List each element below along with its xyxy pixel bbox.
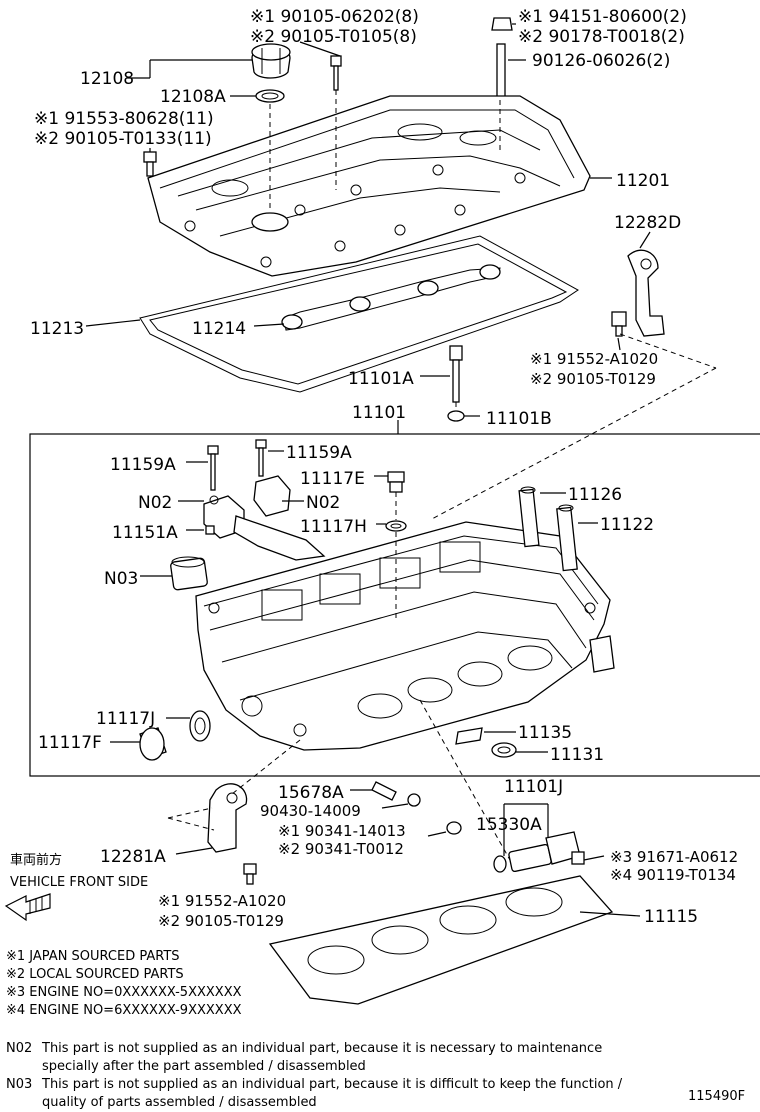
label-11101: 11101 xyxy=(352,403,406,423)
cylinder-head-drawing xyxy=(195,521,615,751)
label-90430-14009: 90430-14009 xyxy=(260,802,361,820)
label-11126: 11126 xyxy=(568,485,622,505)
note-n02-line-1: This part is not supplied as an individu… xyxy=(41,1041,602,1056)
note-n03-code: N03 xyxy=(6,1077,32,1092)
label-11117h: 11117H xyxy=(300,517,367,537)
oil-filler-cap-drawing xyxy=(251,43,291,79)
label-90105-t0129-bottom: ※2 90105-T0129 xyxy=(158,912,284,930)
label-n02-right: N02 xyxy=(306,493,340,513)
label-90341-14013: ※1 90341-14013 xyxy=(278,822,406,840)
head-plug-drawing xyxy=(385,471,407,532)
cylinder-head-cover-drawing xyxy=(147,95,591,277)
camshaft-cap-drawing xyxy=(203,439,326,561)
side-plug-drawing xyxy=(139,710,211,761)
label-12281a: 12281A xyxy=(100,847,166,867)
label-90178-t0018: ※2 90178-T0018(2) xyxy=(518,27,685,47)
label-11101j: 11101J xyxy=(504,777,563,797)
label-11101a: 11101A xyxy=(348,369,414,389)
label-12282d: 12282D xyxy=(614,213,681,233)
label-90105-t0133: ※2 90105-T0133(11) xyxy=(34,129,212,149)
note-n03-line-2: quality of parts assembled / disassemble… xyxy=(42,1095,317,1110)
label-15678a: 15678A xyxy=(278,783,344,803)
label-12108: 12108 xyxy=(80,69,134,89)
label-11151a: 11151A xyxy=(112,523,178,543)
label-91552-a1020-top: ※1 91552-A1020 xyxy=(530,350,658,368)
label-90126-06026: 90126-06026(2) xyxy=(532,51,670,71)
cover-nut-stud-drawing xyxy=(491,17,513,101)
valve-lifter-drawing xyxy=(170,556,208,591)
union-bolt-drawing xyxy=(371,781,462,835)
label-11122: 11122 xyxy=(600,515,654,535)
plug-tube-gasket-drawing xyxy=(281,264,501,331)
label-91552-a1020-bottom: ※1 91552-A1020 xyxy=(158,892,286,910)
label-11117e: 11117E xyxy=(300,469,365,489)
cover-gasket-drawing xyxy=(139,235,579,393)
label-11117j: 11117J xyxy=(96,709,155,729)
head-gasket-drawing xyxy=(268,875,614,1005)
label-11159a-left: 11159A xyxy=(110,455,176,475)
label-11101b: 11101B xyxy=(486,409,552,429)
label-11159a-right: 11159A xyxy=(286,443,352,463)
label-91671-a0612: ※3 91671-A0612 xyxy=(610,848,738,866)
label-90105-06202: ※1 90105-06202(8) xyxy=(250,7,419,27)
bracket-12282d-drawing xyxy=(611,249,665,337)
cover-bolt-drawing xyxy=(330,55,342,91)
figure-id: 115490F xyxy=(688,1089,745,1104)
oil-control-valve-drawing xyxy=(493,831,585,873)
head-bolt-washer-drawing xyxy=(447,410,465,422)
label-15330a: 15330A xyxy=(476,815,542,835)
valve-guide-drawing xyxy=(518,486,578,572)
small-cover-bolt-drawing xyxy=(143,151,157,177)
label-11135: 11135 xyxy=(518,723,572,743)
label-n03: N03 xyxy=(104,569,138,589)
head-bolt-drawing xyxy=(449,345,463,403)
note-n03-line-1: This part is not supplied as an individu… xyxy=(41,1077,623,1092)
legend-line-3: ※3 ENGINE NO=0XXXXXX-5XXXXXX xyxy=(6,985,242,1000)
vehicle-front-jp: 車両前方 xyxy=(10,852,62,868)
filler-cap-gasket-drawing xyxy=(255,89,285,103)
label-91553-80628: ※1 91553-80628(11) xyxy=(34,109,214,129)
leader-lines xyxy=(85,23,717,917)
label-11201: 11201 xyxy=(616,171,670,191)
note-n02-code: N02 xyxy=(6,1041,32,1056)
legend-line-4: ※4 ENGINE NO=6XXXXXX-9XXXXXX xyxy=(6,1003,242,1018)
vehicle-front-en: VEHICLE FRONT SIDE xyxy=(10,875,148,890)
label-n02-left: N02 xyxy=(138,493,172,513)
vehicle-front-arrow-icon xyxy=(4,893,51,922)
label-94151-80600: ※1 94151-80600(2) xyxy=(518,7,687,27)
label-11117f: 11117F xyxy=(38,733,102,753)
label-11115: 11115 xyxy=(644,907,698,927)
note-n02-line-2: specially after the part assembled / dis… xyxy=(42,1059,366,1074)
cylinder-head-box xyxy=(29,433,760,777)
label-90105-t0105: ※2 90105-T0105(8) xyxy=(250,27,417,47)
label-11131: 11131 xyxy=(550,745,604,765)
label-90105-t0129-top: ※2 90105-T0129 xyxy=(530,370,656,388)
bracket-12281a-drawing xyxy=(207,783,257,885)
label-90119-t0134: ※4 90119-T0134 xyxy=(610,866,736,884)
legend-line-1: ※1 JAPAN SOURCED PARTS xyxy=(6,949,180,964)
label-12108a: 12108A xyxy=(160,87,226,107)
legend-line-2: ※2 LOCAL SOURCED PARTS xyxy=(6,967,184,982)
label-11214: 11214 xyxy=(192,319,246,339)
label-11213: 11213 xyxy=(30,319,84,339)
label-90341-t0012: ※2 90341-T0012 xyxy=(278,840,404,858)
outlet-gaskets-drawing xyxy=(455,727,517,758)
